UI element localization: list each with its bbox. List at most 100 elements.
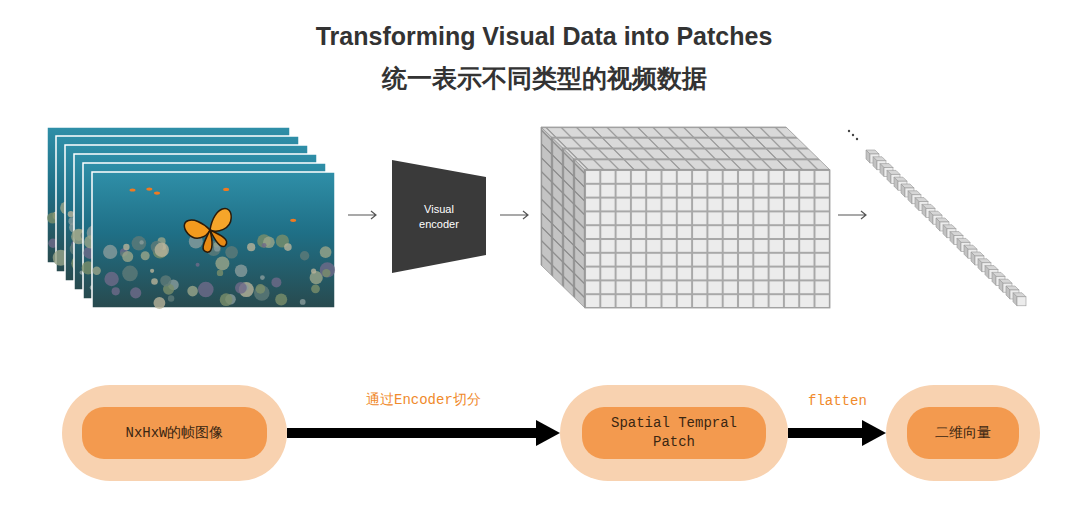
coral	[215, 256, 229, 270]
coral	[103, 245, 117, 259]
coral	[150, 269, 154, 273]
coral	[214, 245, 220, 251]
arrow-head	[536, 420, 560, 446]
flattened-vector	[866, 150, 1026, 306]
cell-side	[880, 164, 884, 177]
cell-side	[999, 279, 1003, 292]
cell-side	[950, 232, 954, 245]
coral	[139, 240, 143, 244]
coral	[271, 277, 281, 287]
process-label: 二维向量	[935, 424, 991, 443]
coral	[123, 244, 129, 250]
cell-side	[908, 191, 912, 204]
fish	[154, 192, 160, 195]
coral	[262, 243, 267, 248]
coral	[300, 299, 306, 305]
cell-side	[957, 238, 961, 251]
cell-side	[873, 157, 877, 170]
fish	[146, 188, 152, 191]
cell-side	[887, 170, 891, 183]
cell-front	[1017, 297, 1026, 306]
wing	[210, 226, 228, 249]
fish	[130, 188, 136, 191]
cell-side	[978, 259, 982, 272]
cell-side	[929, 211, 933, 224]
coral	[168, 295, 174, 301]
coral	[320, 262, 335, 277]
butterfly	[183, 206, 241, 257]
process-pill: Spatial Tempral Patch	[560, 385, 788, 481]
coral	[320, 246, 332, 258]
coral	[311, 268, 316, 273]
video-frames	[47, 127, 335, 309]
coral	[154, 297, 166, 309]
vector-cell	[1013, 293, 1026, 306]
coral	[155, 243, 169, 257]
encoder-trapezoid	[392, 160, 486, 273]
patch-cube	[541, 127, 830, 308]
process-label: NxHxW的帧图像	[125, 424, 223, 443]
fish	[223, 188, 229, 191]
frame-ground	[92, 172, 335, 308]
coral	[217, 270, 223, 276]
encoder-box: Visual encoder	[392, 160, 486, 273]
connector-shaft	[788, 428, 864, 438]
arrow-head	[862, 420, 886, 446]
fish	[290, 219, 296, 222]
process-label: Spatial Tempral Patch	[604, 414, 744, 452]
cell-side	[901, 184, 905, 197]
coral	[93, 267, 101, 275]
encoder-label: Visual encoder	[411, 202, 467, 231]
coral	[130, 287, 141, 298]
coral	[235, 282, 247, 294]
subtitle: 统一表示不同类型的视频数据	[0, 62, 1088, 95]
connector-shaft	[287, 428, 538, 438]
cell-side	[971, 252, 975, 265]
coral	[260, 275, 265, 280]
process-pill: NxHxW的帧图像	[62, 385, 287, 481]
video-frame	[92, 172, 335, 309]
cell-side	[936, 218, 940, 231]
coral	[122, 251, 133, 262]
cell-side	[894, 177, 898, 190]
cell-side	[992, 272, 996, 285]
process-pill: 二维向量	[886, 385, 1040, 481]
coral	[122, 266, 138, 282]
cell-side	[1006, 286, 1010, 299]
coral	[196, 263, 200, 267]
cell-side	[915, 198, 919, 211]
cell-side	[985, 266, 989, 279]
coral	[225, 246, 238, 259]
coral	[284, 243, 292, 251]
connector-arrow	[788, 420, 886, 446]
edge-label: 通过Encoder切分	[364, 391, 483, 409]
coral	[141, 251, 150, 260]
process-inner: 二维向量	[907, 407, 1019, 459]
coral	[68, 211, 74, 217]
coral	[256, 284, 266, 294]
coral	[300, 251, 309, 260]
coral	[235, 264, 248, 277]
ellipsis-dots	[848, 130, 858, 140]
coral	[311, 284, 320, 293]
coral	[104, 272, 118, 286]
coral	[247, 243, 255, 251]
process-inner: NxHxW的帧图像	[82, 407, 267, 459]
coral	[198, 282, 214, 298]
coral	[112, 287, 120, 295]
coral	[132, 236, 147, 251]
cell-side	[866, 150, 870, 163]
diagram-title: Transforming Visual Data into Patches	[0, 22, 1088, 51]
cell-side	[922, 204, 926, 217]
cell-side	[964, 245, 968, 258]
coral	[275, 294, 287, 306]
cell-side	[1013, 293, 1017, 306]
process-inner: Spatial Tempral Patch	[582, 407, 766, 459]
edge-label: flatten	[806, 393, 869, 409]
coral	[187, 286, 198, 297]
coral	[220, 293, 233, 306]
coral	[151, 278, 158, 285]
coral	[160, 275, 171, 286]
coral	[322, 269, 330, 277]
